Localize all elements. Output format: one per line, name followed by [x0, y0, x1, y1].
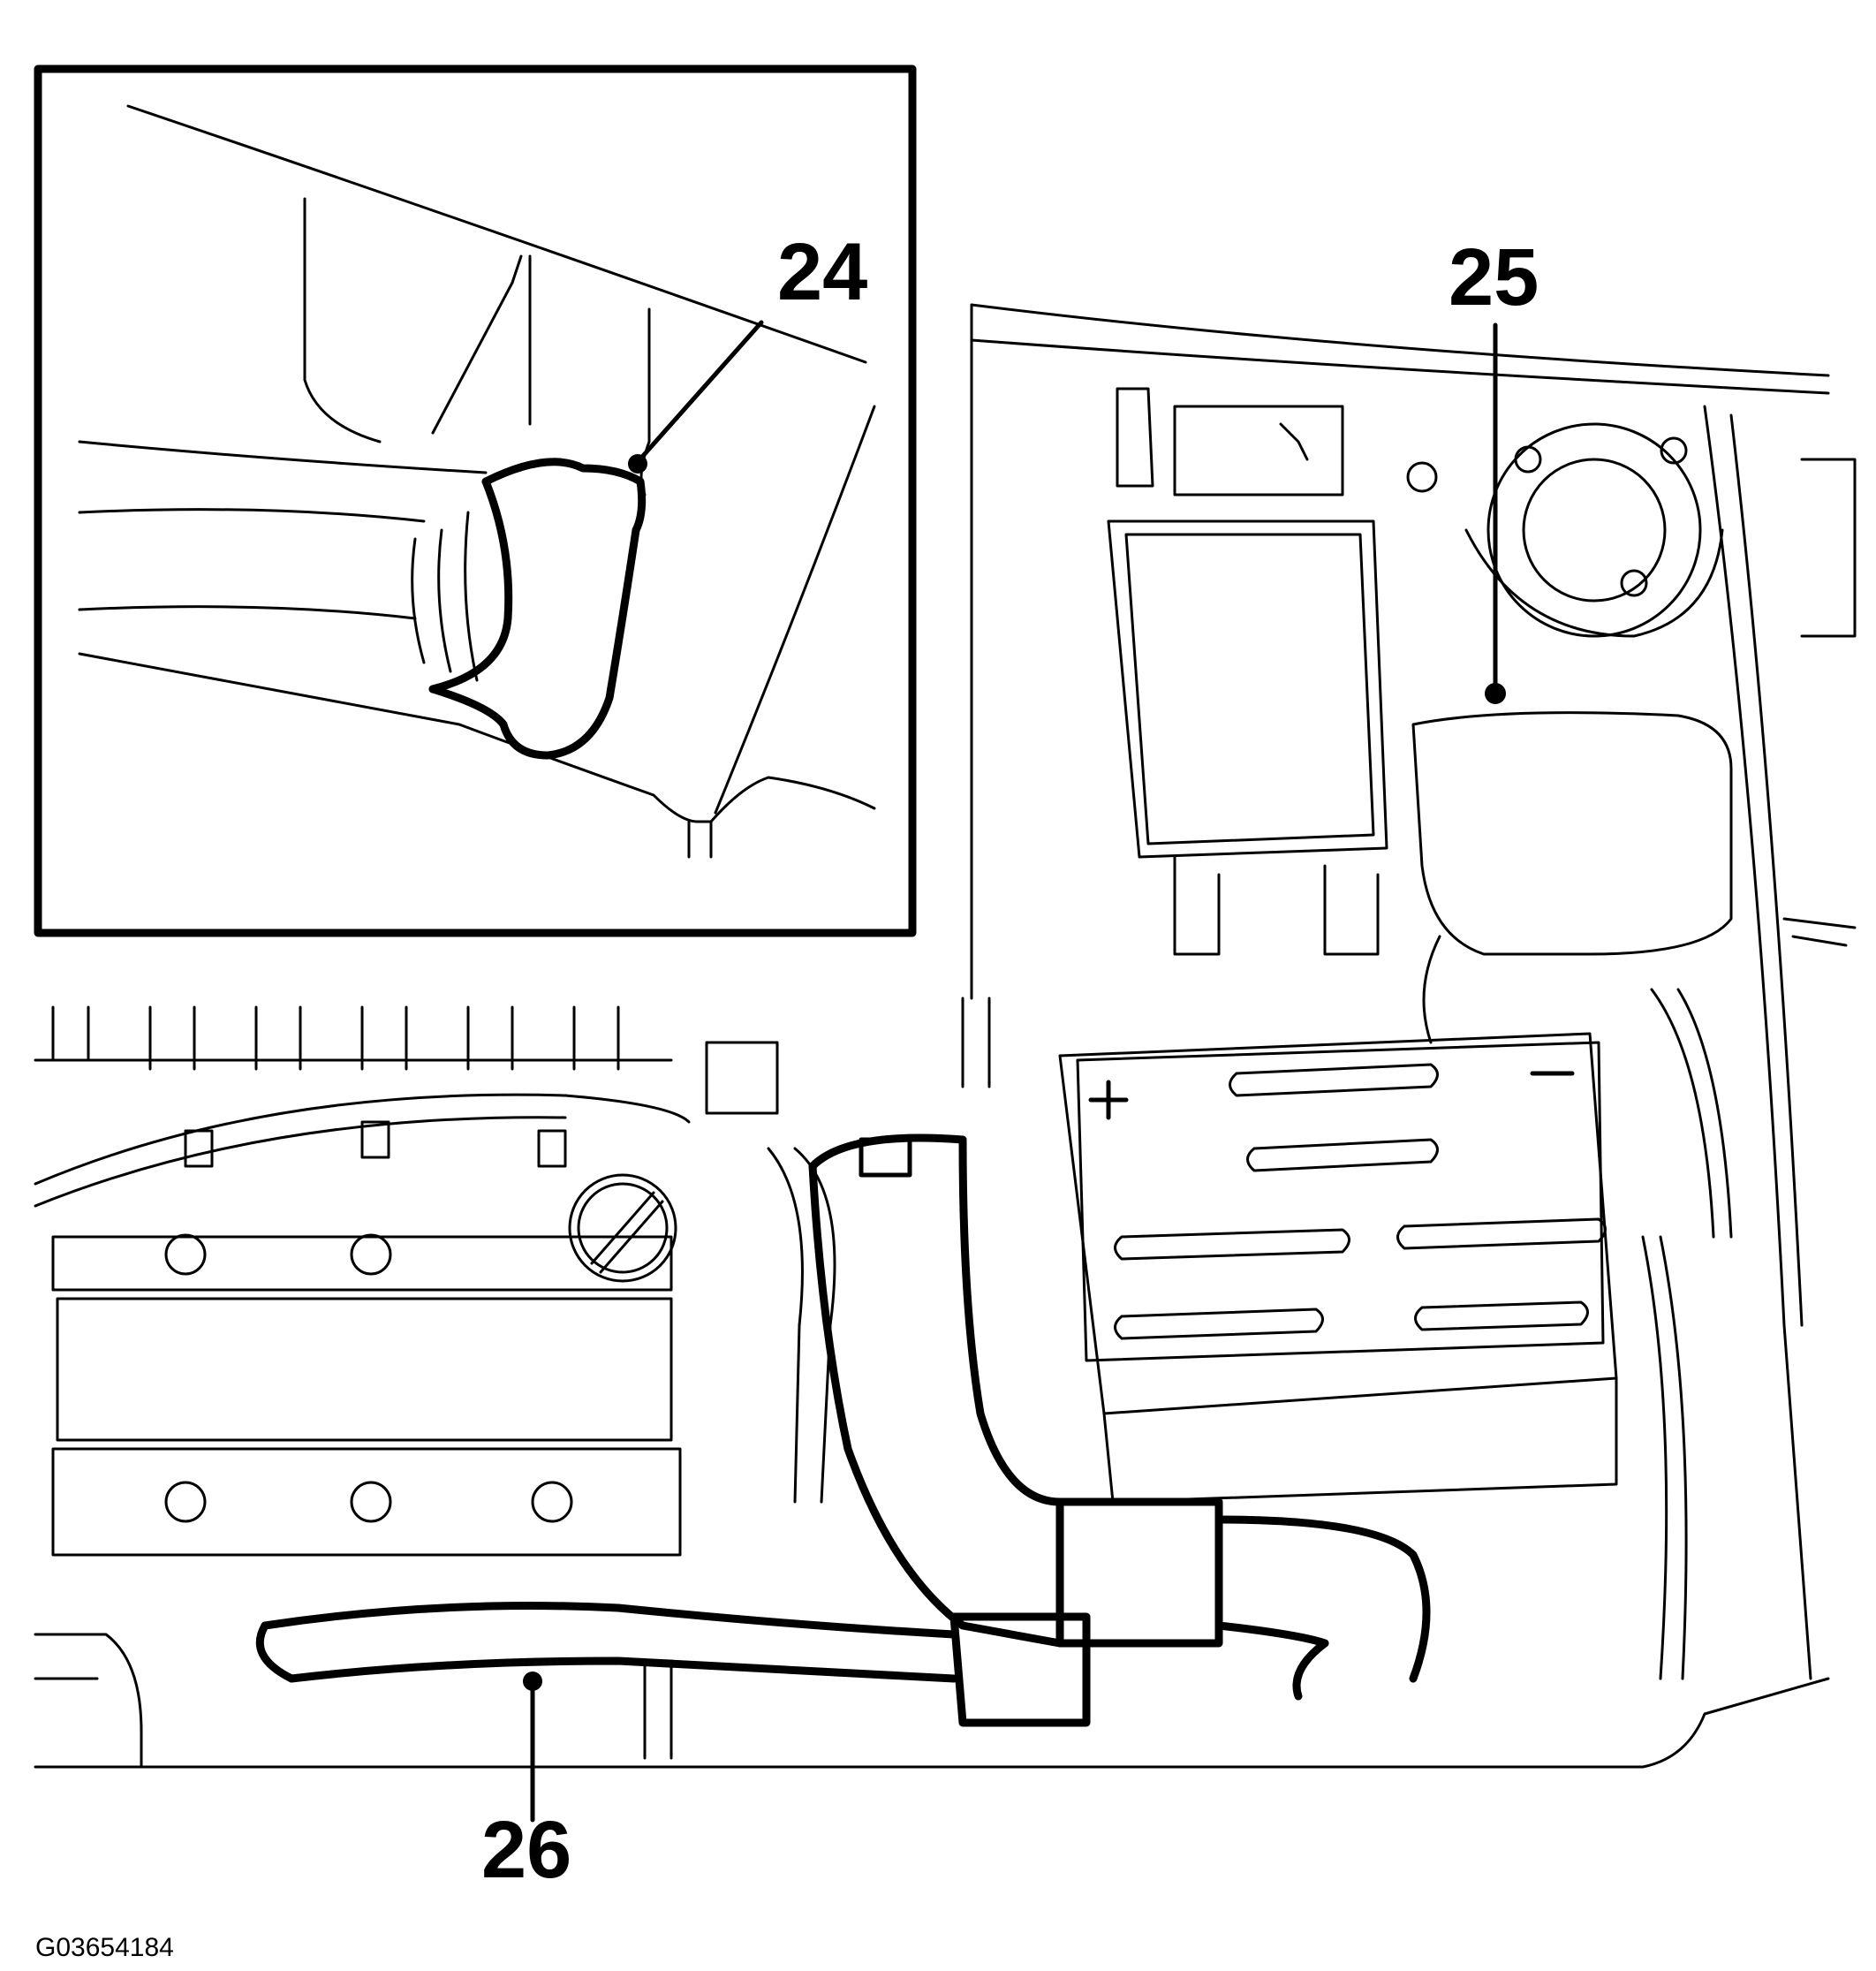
callout-25: 25 [1449, 232, 1539, 322]
callout-26: 26 [481, 1805, 572, 1895]
detail-inset [34, 64, 917, 937]
highlighted-hoses [255, 1133, 1431, 1727]
callout-24: 24 [777, 227, 868, 317]
callout-leaders [523, 320, 1506, 1823]
figure-id: G03654184 [35, 1933, 174, 1962]
engine-bay-drawing [34, 303, 1857, 1769]
